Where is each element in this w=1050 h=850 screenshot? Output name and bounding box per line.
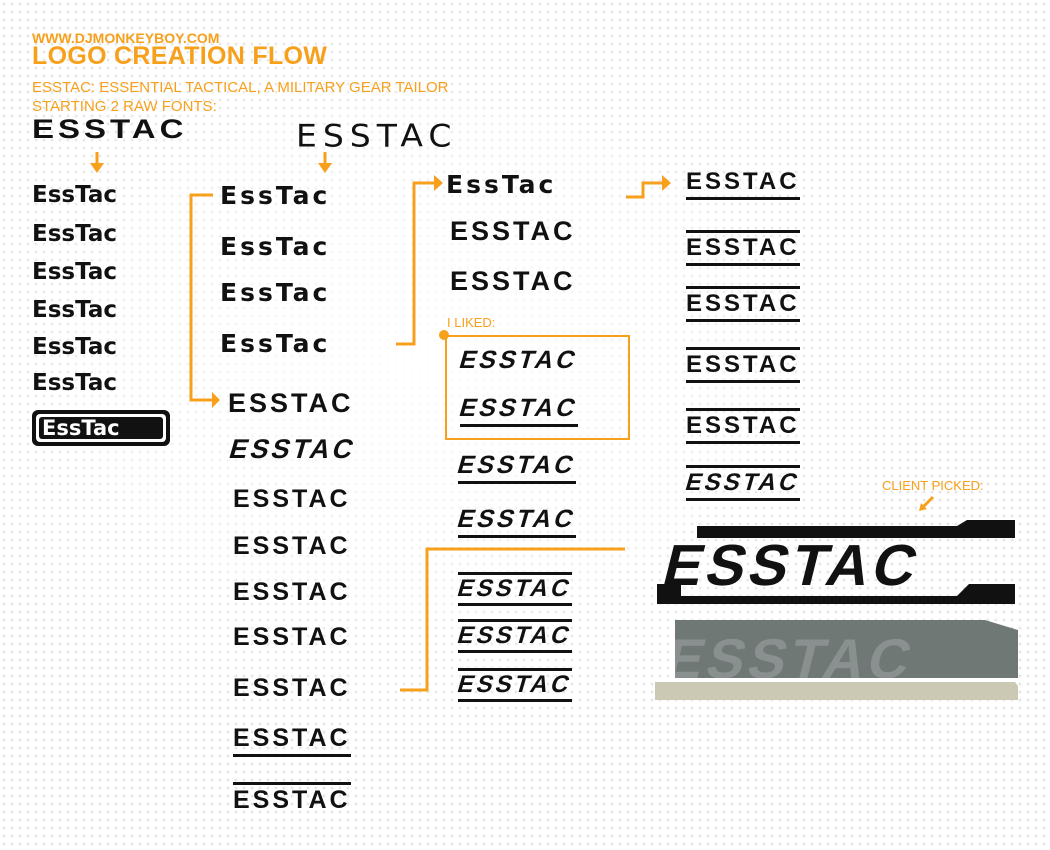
col2-variant-12: ESSTAC	[233, 724, 351, 757]
col2-variant-7: ESSTAC	[233, 485, 351, 513]
col2-to-col3-lower-connector	[400, 547, 625, 692]
col2-variant-9: ESSTAC	[233, 578, 351, 606]
col3-variant-8: ESSTAC	[454, 668, 576, 702]
liked-marker-dot	[439, 330, 449, 340]
col2-variant-8: ESSTAC	[233, 532, 351, 560]
col3-variant-4: ESSTAC	[454, 451, 580, 484]
arrow-down-left-icon	[919, 495, 935, 511]
col1-variant-7-boxed: EssTac	[32, 410, 170, 446]
col2-variant-13: ESSTAC	[233, 782, 351, 815]
col2-variant-6-italic: ESSTAC	[225, 434, 360, 464]
col1-variant-4: EssTac	[32, 297, 117, 323]
col3-variant-7: ESSTAC	[454, 619, 576, 653]
col2-branch-connector	[189, 193, 213, 402]
col3-variant-3: ESSTAC	[450, 266, 576, 296]
liked-label: I LIKED:	[447, 315, 496, 330]
col2-variant-1: EssTac	[220, 181, 331, 210]
arrow-right-icon	[434, 175, 443, 191]
raw-font-2-logo: ESSTAC	[296, 116, 458, 155]
col2-variant-3: EssTac	[220, 278, 331, 307]
col1-variant-3: EssTac	[32, 259, 117, 285]
col3-liked-variant-1: ESSTAC	[456, 346, 582, 374]
client-picked-label: CLIENT PICKED:	[882, 478, 984, 493]
col4-variant-6: ESSTAC	[682, 465, 804, 501]
col3-to-col4-connector	[626, 181, 664, 199]
col1-variant-1: EssTac	[32, 182, 117, 208]
col3-liked-variant-2: ESSTAC	[456, 394, 582, 427]
col2-to-col3-connector	[396, 181, 436, 346]
col2-variant-4: EssTac	[220, 329, 331, 358]
col3-variant-6: ESSTAC	[454, 572, 576, 606]
col4-variant-3: ESSTAC	[686, 286, 800, 322]
fonts-note: STARTING 2 RAW FONTS:	[32, 98, 217, 115]
col2-variant-5: ESSTAC	[228, 388, 354, 418]
arrow-down-icon	[318, 163, 332, 173]
col1-variant-5: EssTac	[32, 334, 117, 360]
col4-variant-1: ESSTAC	[686, 168, 800, 200]
col3-variant-2: ESSTAC	[450, 216, 576, 246]
liked-highlight-box	[445, 335, 630, 440]
col4-variant-4: ESSTAC	[686, 347, 800, 383]
col4-variant-2: ESSTAC	[686, 230, 800, 266]
arrow-right-icon	[662, 175, 671, 191]
raw-font-1-logo: ESSTAC	[32, 114, 188, 144]
arrow-right-icon	[212, 392, 220, 408]
arrow-down-icon	[90, 163, 104, 173]
col2-variant-10: ESSTAC	[233, 623, 351, 651]
col4-variant-5: ESSTAC	[686, 408, 800, 444]
final-logo-black: ESSTAC	[657, 520, 1015, 604]
col3-variant-5: ESSTAC	[454, 505, 580, 538]
col2-variant-2: EssTac	[220, 232, 331, 261]
final-logo-gray: ESSTAC	[655, 620, 1018, 700]
col2-variant-11: ESSTAC	[233, 674, 351, 702]
page-subtitle: ESSTAC: ESSENTIAL TACTICAL, A MILITARY G…	[32, 79, 449, 96]
col1-variant-2: EssTac	[32, 221, 117, 247]
page-title: LOGO CREATION FLOW	[32, 42, 328, 70]
col1-variant-6: EssTac	[32, 370, 117, 396]
site-url: WWW.DJMONKEYBOY.COM	[32, 30, 220, 46]
col3-variant-1: EssTac	[446, 170, 557, 199]
